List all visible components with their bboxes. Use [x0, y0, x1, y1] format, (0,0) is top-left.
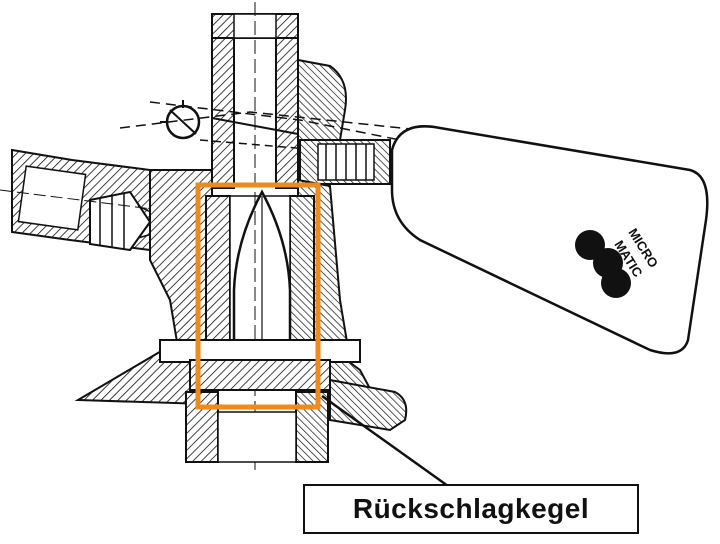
upper-shoulder	[297, 58, 347, 141]
handle	[390, 125, 709, 355]
base-flange	[74, 338, 408, 463]
logo-dot-icon	[601, 268, 631, 298]
callout-leader	[321, 394, 449, 488]
highlight-frame	[195, 182, 321, 410]
vertical-tube	[211, 13, 299, 189]
lever-thread	[299, 139, 391, 185]
callout-label: Rückschlagkegel	[352, 493, 590, 524]
coupler-body	[149, 169, 213, 361]
callout-box: Rückschlagkegel	[303, 484, 639, 534]
pivot-pin	[160, 100, 201, 140]
